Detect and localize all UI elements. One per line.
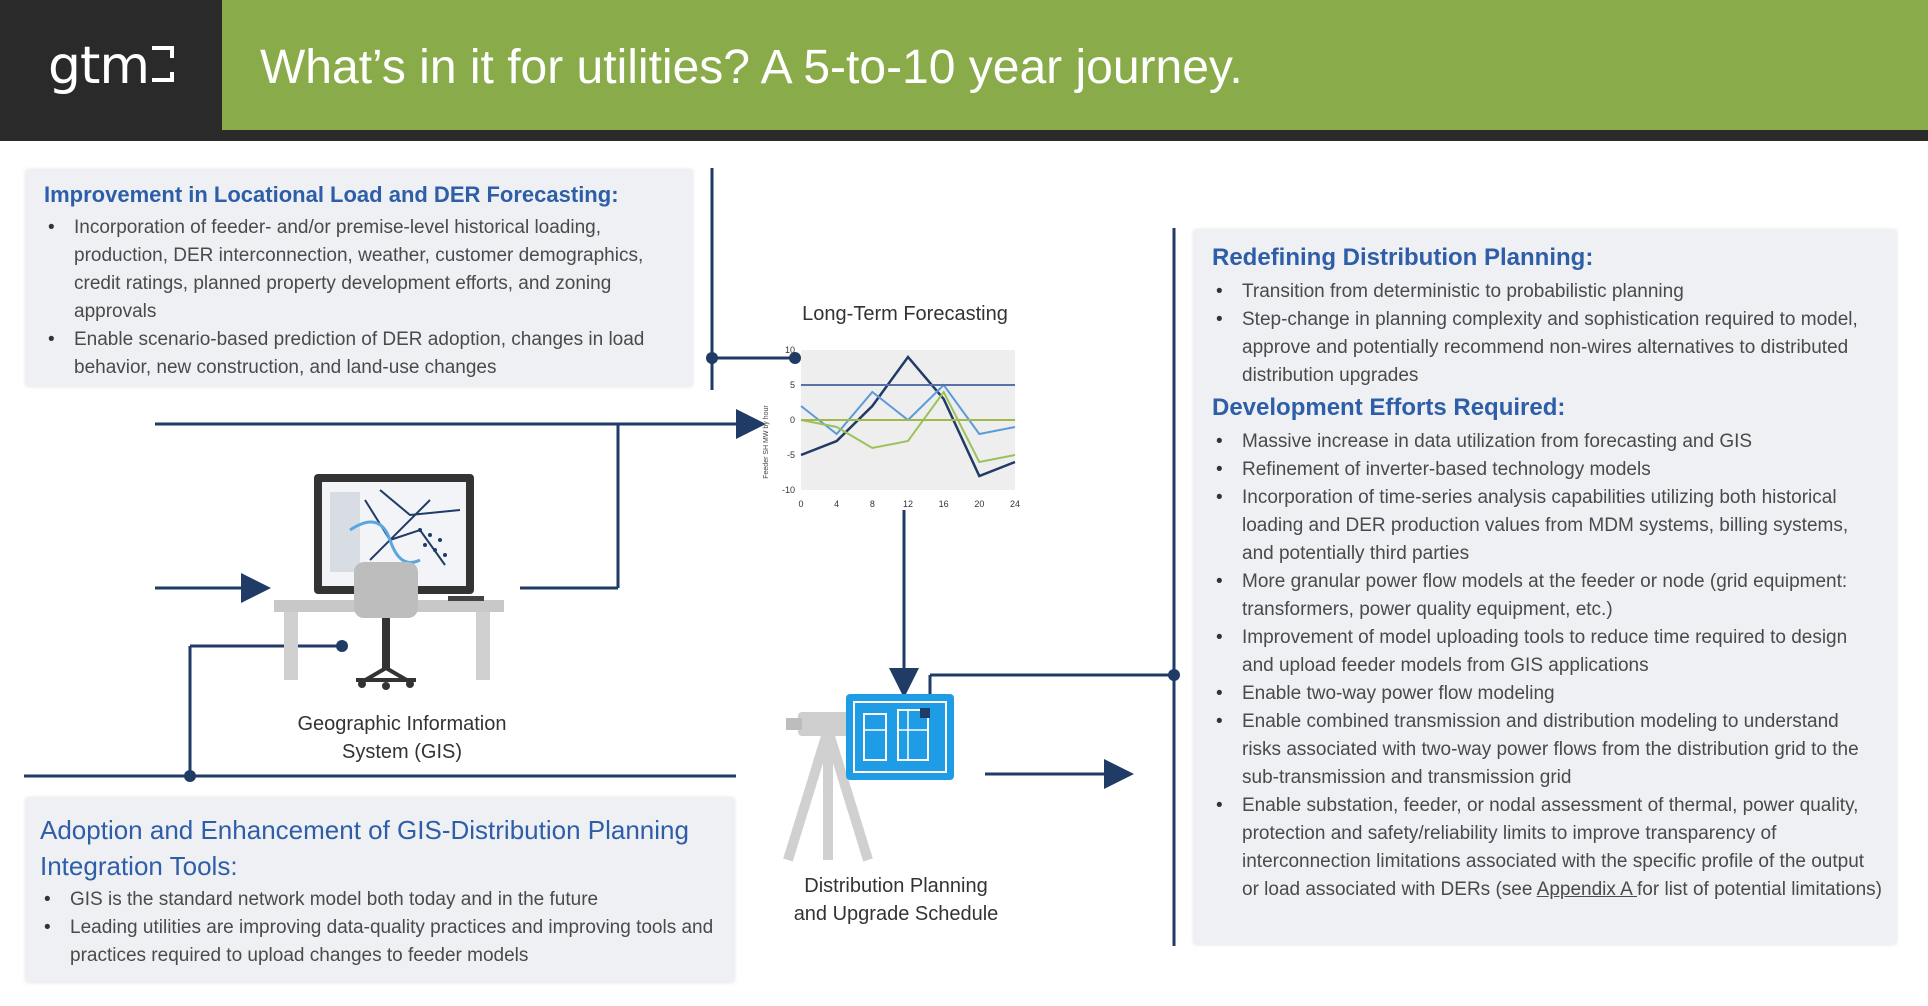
list-item: Improvement of model uploading tools to … [1216,624,1882,680]
list-item: Refinement of inverter-based technology … [1216,456,1882,484]
distribution-label: Distribution Planning and Upgrade Schedu… [756,872,1036,928]
planning-panel: Redefining Distribution Planning: Transi… [1194,230,1896,944]
chart-series-line [800,390,1016,464]
gis-workstation-icon [274,474,504,690]
list-item: Enable scenario-based prediction of DER … [48,326,692,382]
gis-panel: Adoption and Enhancement of GIS-Distribu… [26,798,734,982]
development-title: Development Efforts Required: [1212,394,1566,421]
chart-x-tick-label: 16 [939,499,949,509]
chart-y-tick-label: -10 [782,485,795,495]
chart-y-tick-label: 5 [790,380,795,390]
chart-ylabel: Feeder SH MW by hour [763,405,770,479]
list-item: Massive increase in data utilization fro… [1216,428,1882,456]
logo: gtm [0,0,222,141]
chart-x-tick-label: 12 [903,499,913,509]
gis-label: Geographic Information System (GIS) [262,710,542,766]
list-item: Enable two-way power flow modeling [1216,680,1882,708]
distribution-label-line1: Distribution Planning [804,875,988,897]
list-item: Leading utilities are improving data-qua… [44,914,734,970]
list-item: GIS is the standard network model both t… [44,886,734,914]
last-bullet-text: Enable substation, feeder, or nodal asse… [1242,795,1865,900]
list-item: Step-change in planning complexity and s… [1216,306,1882,390]
chart-x-tick-label: 20 [974,499,984,509]
list-item: More granular power flow models at the f… [1216,568,1882,624]
chart-x-tick-label: 4 [834,499,839,509]
list-item: Transition from deterministic to probabi… [1216,278,1882,306]
chart-y-tick-label: -5 [787,450,795,460]
distribution-planning-icon [783,694,954,862]
list-item: Incorporation of time-series analysis ca… [1216,484,1882,568]
chart-series-line [800,354,1016,478]
logo-text: gtm [48,36,150,96]
forecast-label: Long-Term Forecasting [802,303,1008,325]
forecast-chart: 10 5 0 -5 -10 0 4 8 12 16 20 24 Feeder SH MW by ho… [763,345,1020,509]
header-bar [0,0,1928,130]
chart-x-tick-label: 0 [798,499,803,509]
distribution-label-line2: and Upgrade Schedule [793,903,999,925]
list-item: Incorporation of feeder- and/or premise-… [48,214,692,326]
chart-y-tick-label: 0 [790,415,795,425]
page-title: What’s in it for utilities? A 5-to-10 ye… [260,41,1243,94]
forecasting-bullet-list: Incorporation of feeder- and/or premise-… [44,214,692,382]
list-item: Enable substation, feeder, or nodal asse… [1216,792,1883,904]
redefining-bullet-list: Transition from deterministic to probabi… [1212,278,1882,390]
forecasting-panel: Improvement in Locational Load and DER F… [26,170,692,386]
development-bullet-list: Massive increase in data utilization fro… [1212,428,1882,904]
gis-label-line2: System (GIS) [341,741,462,763]
logo-bracket-icon [152,46,174,82]
forecasting-panel-title: Improvement in Locational Load and DER F… [44,182,619,207]
appendix-a-link[interactable]: Appendix A [1536,879,1638,900]
redefining-title: Redefining Distribution Planning: [1212,244,1594,271]
gis-panel-title: Adoption and Enhancement of GIS-Distribu… [40,815,689,881]
gis-label-line1: Geographic Information [297,713,507,735]
chart-y-tick-label: 10 [785,345,795,355]
header-divider [0,130,1928,141]
last-bullet-tail: for list of potential limitations) [1637,879,1883,900]
chart-x-tick-label: 8 [870,499,875,509]
list-item: Enable combined transmission and distrib… [1216,708,1882,792]
chart-x-tick-label: 24 [1010,499,1020,509]
gis-bullet-list: GIS is the standard network model both t… [40,886,734,970]
